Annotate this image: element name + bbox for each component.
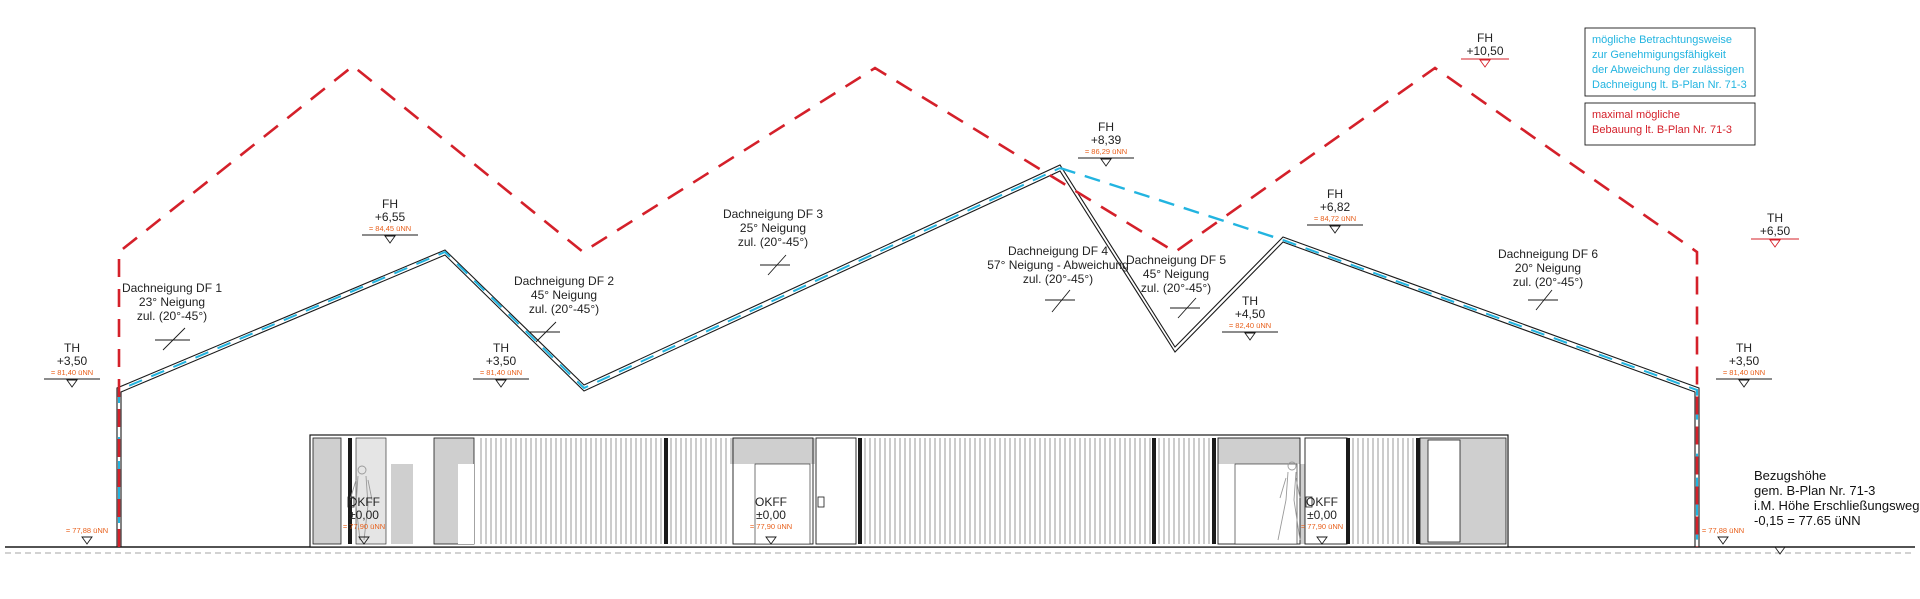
level-marker-icon <box>1244 332 1256 341</box>
roof-note-title: Dachneigung DF 5 <box>1126 253 1226 267</box>
max-mark-value: +10,50 <box>1466 44 1503 58</box>
roof-outline <box>116 164 1700 547</box>
height-mark-label: TH <box>1242 294 1258 308</box>
legend-cyan-line: zur Genehmigungsfähigkeit <box>1592 49 1726 61</box>
level-marker-icon <box>1479 59 1491 68</box>
roof-note-angle: 45° Neigung <box>1143 267 1209 281</box>
height-mark-label: FH <box>1098 120 1114 134</box>
level-marker-icon <box>495 379 507 388</box>
height-mark-value: +8,39 <box>1091 133 1122 147</box>
legend-cyan-line: der Abweichung der zulässigen <box>1592 64 1744 76</box>
building-facade <box>309 434 1509 548</box>
height-mark-label: TH <box>64 341 80 355</box>
height-mark-label: TH <box>1736 341 1752 355</box>
floor-mark-value: ±0,00 <box>756 508 786 522</box>
level-marker-icon <box>1774 546 1786 555</box>
height-mark-label: TH <box>493 341 509 355</box>
height-mark-label: FH <box>382 197 398 211</box>
height-mark-value: +6,55 <box>375 210 406 224</box>
floor-mark-label: OKFF <box>348 495 380 509</box>
height-mark-value: +3,50 <box>486 354 517 368</box>
height-mark-value: +3,50 <box>1729 354 1760 368</box>
height-mark-sub: = 86,29 üNN <box>1085 147 1127 156</box>
floor-mark-sub: = 77,90 üNN <box>750 522 792 531</box>
roof-note-title: Dachneigung DF 2 <box>514 274 614 288</box>
floor-mark-sub: = 77,90 üNN <box>343 522 385 531</box>
floor-mark-value: ±0,00 <box>1307 508 1337 522</box>
roof-note-title: Dachneigung DF 6 <box>1498 247 1598 261</box>
height-mark-sub: = 84,45 üNN <box>369 224 411 233</box>
level-marker-icon <box>358 536 370 545</box>
slope-markers <box>155 254 1558 351</box>
roof-note-angle: 25° Neigung <box>740 221 806 235</box>
max-line <box>117 64 1699 547</box>
roof-note-title: Dachneigung DF 4 <box>1008 244 1108 258</box>
max-mark-label: TH <box>1767 211 1783 225</box>
floor-mark-sub: = 77,90 üNN <box>1301 522 1343 531</box>
roof-note-allowed: zul. (20°-45°) <box>738 235 808 249</box>
height-mark-sub: = 84,72 üNN <box>1314 214 1356 223</box>
roof-note-allowed: zul. (20°-45°) <box>1513 275 1583 289</box>
legend-red-line: maximal mögliche <box>1592 109 1680 121</box>
roof-note-allowed: zul. (20°-45°) <box>137 309 207 323</box>
reference-line: -0,15 = 77.65 üNN <box>1754 513 1861 528</box>
level-marker-icon <box>66 379 78 388</box>
ground-mark-sub: = 77,88 üNN <box>66 526 108 535</box>
roof-note-allowed: zul. (20°-45°) <box>1023 272 1093 286</box>
level-marker-icon <box>384 235 396 244</box>
reference-line: gem. B-Plan Nr. 71-3 <box>1754 483 1875 498</box>
legend-cyan-line: mögliche Betrachtungsweise <box>1592 34 1732 46</box>
max-mark-value: +6,50 <box>1760 224 1791 238</box>
roof-note-title: Dachneigung DF 3 <box>723 207 823 221</box>
legend-cyan-line: Dachneigung lt. B-Plan Nr. 71-3 <box>1592 79 1747 91</box>
person-icon <box>1277 461 1301 541</box>
floor-mark-label: OKFF <box>1306 495 1338 509</box>
roof-note-allowed: zul. (20°-45°) <box>1141 281 1211 295</box>
height-mark-value: +6,82 <box>1320 200 1351 214</box>
level-marker-icon <box>1769 239 1781 248</box>
height-mark-value: +4,50 <box>1235 307 1266 321</box>
ground-mark-sub: = 77,88 üNN <box>1702 526 1744 535</box>
height-mark-label: FH <box>1327 187 1343 201</box>
floor-mark-label: OKFF <box>755 495 787 509</box>
roof-note-allowed: zul. (20°-45°) <box>529 302 599 316</box>
person-icon <box>349 465 373 541</box>
height-mark-sub: = 81,40 üNN <box>480 368 522 377</box>
level-marker-icon <box>1329 225 1341 234</box>
roof-note-title: Dachneigung DF 1 <box>122 281 222 295</box>
max-mark-label: FH <box>1477 31 1493 45</box>
level-marker-icon <box>1738 379 1750 388</box>
level-marker-icon <box>765 536 777 545</box>
level-marker-icon <box>1100 158 1112 167</box>
roof-note-angle: 23° Neigung <box>139 295 205 309</box>
height-mark-sub: = 81,40 üNN <box>51 368 93 377</box>
ground-marks: = 77,88 üNN = 77,88 üNN <box>66 526 1744 545</box>
height-mark-sub: = 82,40 üNN <box>1229 321 1271 330</box>
reference-line: Bezugshöhe <box>1754 468 1826 483</box>
level-marker-icon <box>81 536 93 545</box>
legend-red-line: Bebauung lt. B-Plan Nr. 71-3 <box>1592 124 1732 136</box>
reference-line: i.M. Höhe Erschließungsweg <box>1754 498 1919 513</box>
height-mark-sub: = 81,40 üNN <box>1723 368 1765 377</box>
ground <box>5 546 1915 554</box>
roof-note-angle: 20° Neigung <box>1515 261 1581 275</box>
floor-mark-value: ±0,00 <box>349 508 379 522</box>
level-marker-icon <box>1717 536 1729 545</box>
height-mark-value: +3,50 <box>57 354 88 368</box>
legend: mögliche Betrachtungsweise zur Genehmigun… <box>1584 27 1756 146</box>
roof-note-angle: 45° Neigung <box>531 288 597 302</box>
roof-note-angle: 57° Neigung - Abweichung <box>987 258 1129 272</box>
level-marker-icon <box>1316 536 1328 545</box>
